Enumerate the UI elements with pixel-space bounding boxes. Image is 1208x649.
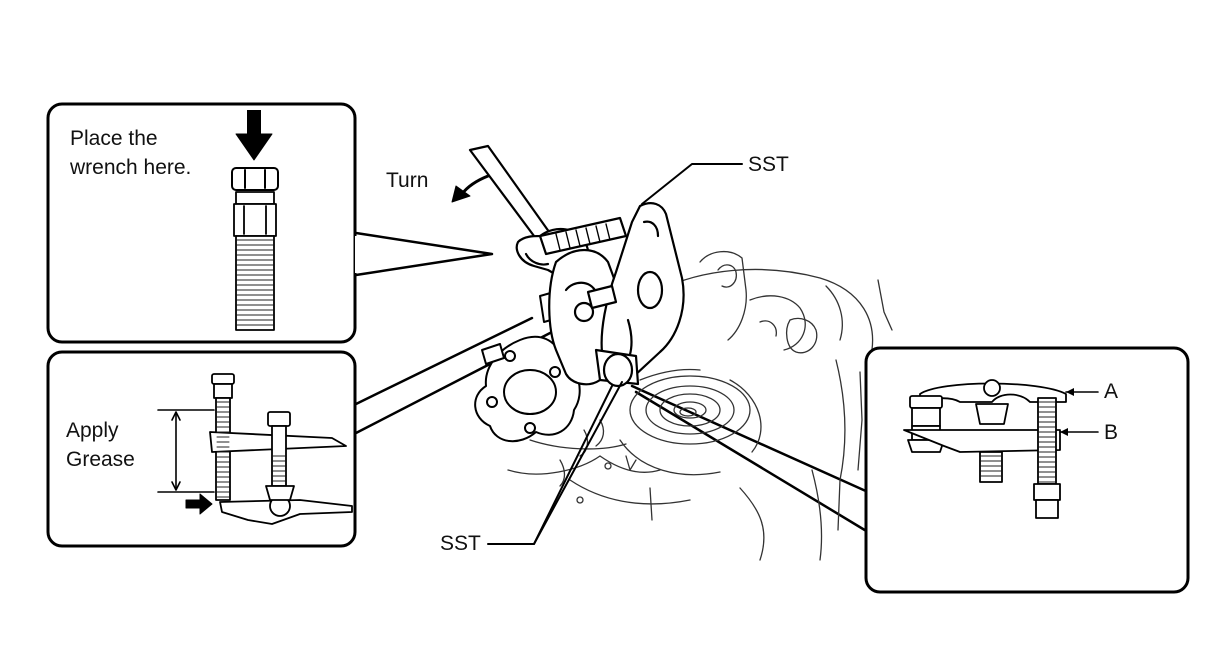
sst-top-leader (641, 163, 743, 205)
grease-callout-text: Apply Grease (66, 419, 135, 471)
hub-flange (474, 291, 581, 443)
sst-top-label: SST (748, 153, 789, 176)
threaded-bolt (233, 191, 277, 331)
turn-label: Turn (386, 169, 429, 192)
grease-point-arrow (185, 493, 213, 515)
ab-callout-leader (630, 384, 870, 534)
label-b: B (1104, 421, 1119, 444)
ab-callout-box (864, 346, 1190, 594)
down-arrow-icon (235, 110, 273, 161)
wrench-callout-box (46, 102, 357, 344)
puller-ab-detail (903, 379, 1067, 519)
puller-thread-lines (216, 401, 286, 498)
turn-arrow (451, 174, 490, 203)
label-a-arrowhead (1066, 388, 1074, 396)
bolt-thread-lines (236, 239, 274, 326)
label-a: A (1104, 380, 1119, 403)
sst-bottom-leader (487, 381, 623, 545)
sst-bottom-label: SST (440, 532, 481, 555)
wrench-callout-leader (354, 231, 494, 277)
wrench-callout-text: Place the wrench here. (70, 127, 192, 179)
sst-puller (538, 202, 685, 388)
hex-nut (231, 167, 279, 191)
grease-callout-box (46, 350, 357, 548)
steering-knuckle-body (507, 251, 893, 561)
puller-detail (209, 373, 353, 525)
ab-thread-lines (980, 401, 1056, 483)
label-b-arrowhead (1060, 428, 1068, 436)
dimension-arrow (157, 409, 215, 493)
